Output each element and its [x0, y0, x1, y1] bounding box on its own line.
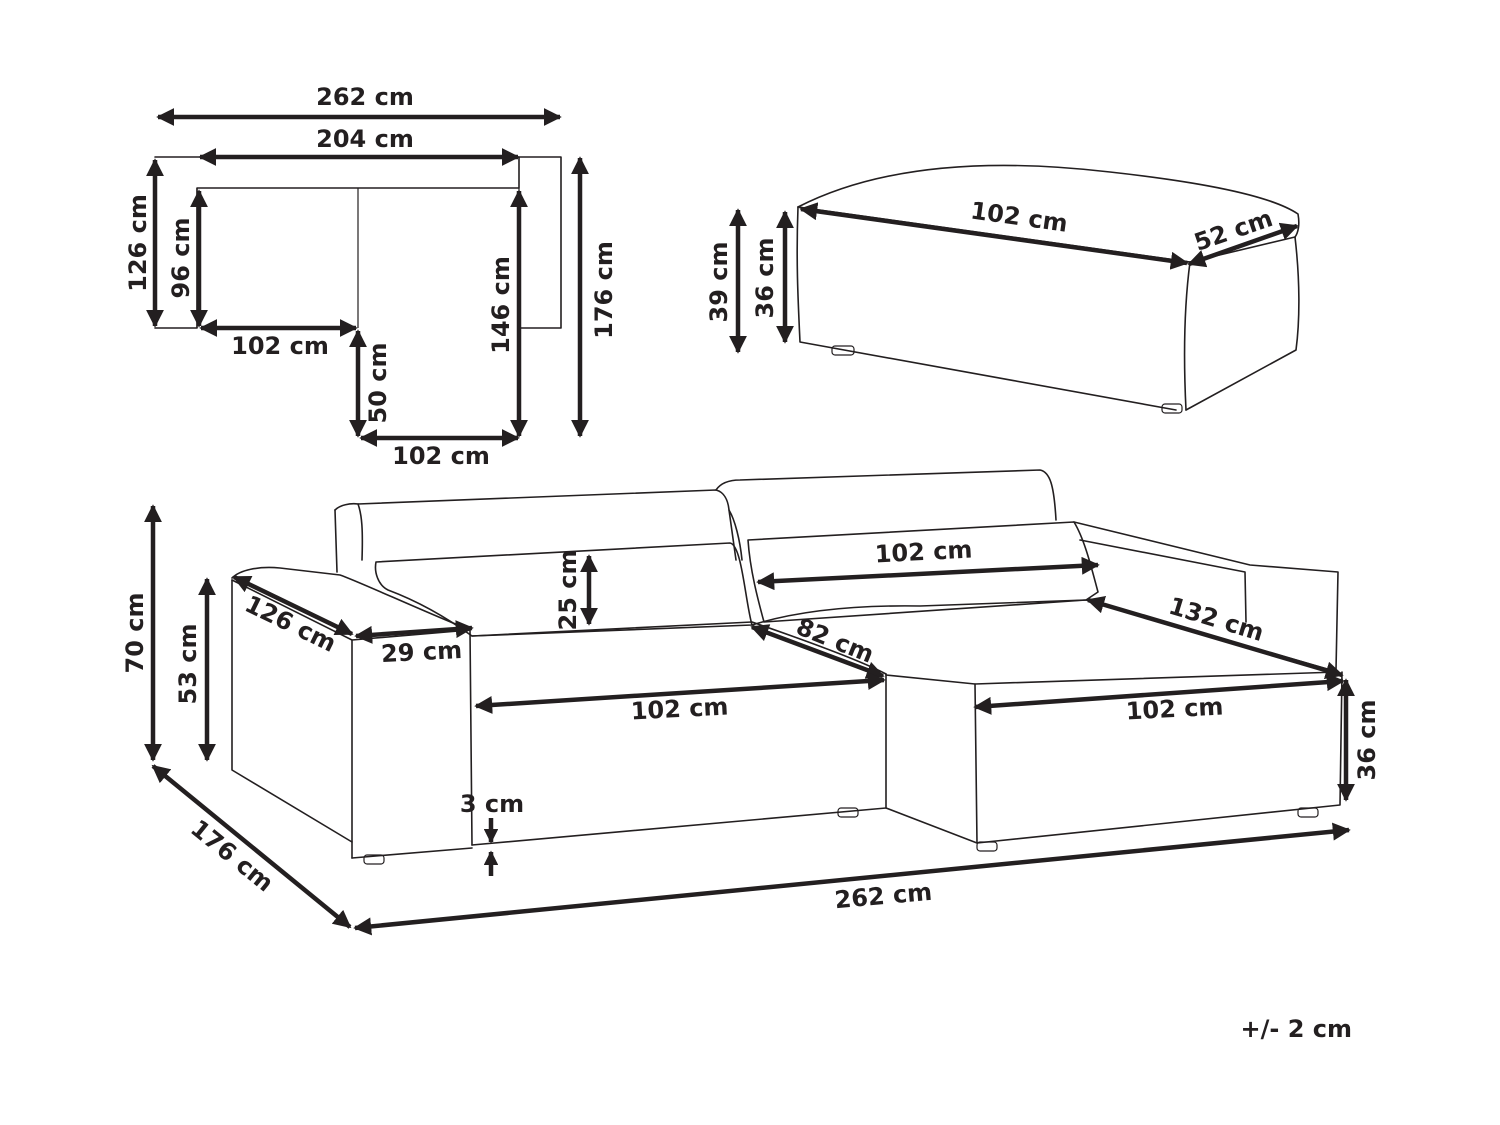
sofa-view: 70 cm 53 cm 126 cm 29 cm 25 cm 102 cm 82… [121, 469, 1381, 936]
sofa-back-cushion-width-label: 102 cm [874, 535, 973, 568]
ottoman-foot-right [1161, 403, 1183, 414]
ottoman-length-label: 102 cm [969, 196, 1070, 237]
sofa-seat-height-label: 36 cm [1353, 700, 1381, 781]
sofa-leg-4 [1297, 807, 1319, 818]
sofa-arm-depth-arrow [232, 574, 354, 637]
plan-view: 262 cm 204 cm 126 cm 96 cm 102 cm 50 cm … [124, 83, 618, 470]
plan-inner-width-label: 204 cm [316, 125, 414, 153]
sofa-leg-2 [837, 807, 859, 818]
ottoman-outline [796, 164, 1300, 414]
sofa-cushion-height-label: 25 cm [554, 550, 582, 631]
plan-left-seat-width-label: 102 cm [231, 332, 329, 360]
plan-chaise-width-label: 102 cm [392, 442, 490, 470]
ottoman-body-height-label: 36 cm [751, 238, 779, 319]
sofa-arm-width-label: 29 cm [380, 636, 462, 668]
plan-overall-depth-label: 176 cm [590, 241, 618, 339]
sofa-overall-depth-arrow [151, 764, 352, 929]
ottoman-length-arrow [799, 202, 1189, 270]
sofa-overall-width-label: 262 cm [833, 878, 933, 914]
sofa-total-height-label: 70 cm [121, 593, 149, 674]
sofa-arm-depth-label: 126 cm [240, 590, 340, 658]
plan-left-depth-label: 126 cm [124, 194, 152, 292]
sofa-arm-height-label: 53 cm [174, 624, 202, 705]
ottoman-foot-left [831, 345, 855, 356]
plan-left-seat-depth-label: 96 cm [167, 218, 195, 299]
sofa-seat-width-right-arrow [973, 673, 1345, 715]
sofa-overall-width-arrow [353, 822, 1351, 936]
ottoman-view: 102 cm 52 cm 39 cm 36 cm [705, 164, 1300, 414]
sofa-seat-width-left-arrow [474, 672, 886, 714]
plan-overall-width-label: 262 cm [316, 83, 414, 111]
sofa-seat-depth-arrow [750, 624, 885, 679]
sofa-seat-width-right-label: 102 cm [1125, 692, 1224, 725]
sofa-seat-width-left-label: 102 cm [630, 692, 729, 725]
sofa-leg-height-label: 3 cm [460, 790, 524, 818]
sofa-back-cushion-width-arrow [756, 556, 1100, 591]
plan-chaise-inner-depth-label: 146 cm [487, 256, 515, 354]
ottoman-total-height-label: 39 cm [705, 242, 733, 323]
plan-chaise-step-label: 50 cm [364, 343, 392, 424]
sofa-chaise-length-arrow [1086, 595, 1344, 680]
sofa-arm-width-arrow [354, 620, 474, 644]
ottoman-depth-arrow [1187, 222, 1299, 268]
tolerance-note: +/- 2 cm [1241, 1015, 1352, 1043]
